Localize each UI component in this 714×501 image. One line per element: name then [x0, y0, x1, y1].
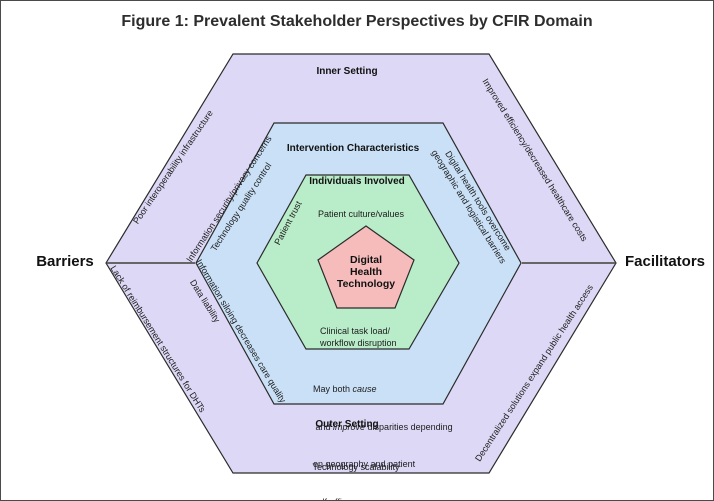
clinical-task-label: Clinical task load/ workflow disruption — [320, 325, 397, 349]
facilitators-label: Facilitators — [624, 253, 706, 270]
clinical-task-line-2: workflow disruption — [320, 338, 397, 348]
core-line-2: Health — [349, 266, 383, 278]
digital-health-technology-label: Digital Health Technology — [337, 254, 395, 290]
inner-setting-header: Inner Setting — [316, 66, 378, 77]
core-line-3: Technology — [336, 278, 396, 290]
disparities-line-1: May both cause — [313, 384, 377, 394]
disparities-line-4: self-efficacy — [313, 496, 453, 501]
core-line-1: Digital — [349, 254, 383, 266]
patient-culture-label: Patient culture/values — [317, 209, 405, 219]
individuals-involved-header: Individuals Involved — [309, 176, 405, 187]
barriers-label: Barriers — [36, 253, 94, 270]
disparities-line-3: on geography and patient — [313, 459, 416, 469]
outer-setting-header: Outer Setting — [315, 419, 379, 430]
disparities-note: May both cause and improve disparities d… — [313, 358, 453, 501]
clinical-task-line-1: Clinical task load/ — [320, 326, 391, 336]
disparities-line-2: and improve disparities depending — [313, 421, 453, 432]
intervention-characteristics-header: Intervention Characteristics — [286, 143, 420, 154]
technology-scalability-label: Technology scalability — [312, 462, 400, 472]
figure-title: Figure 1: Prevalent Stakeholder Perspect… — [121, 13, 593, 30]
digital-health-technology-pentagon — [317, 225, 415, 309]
